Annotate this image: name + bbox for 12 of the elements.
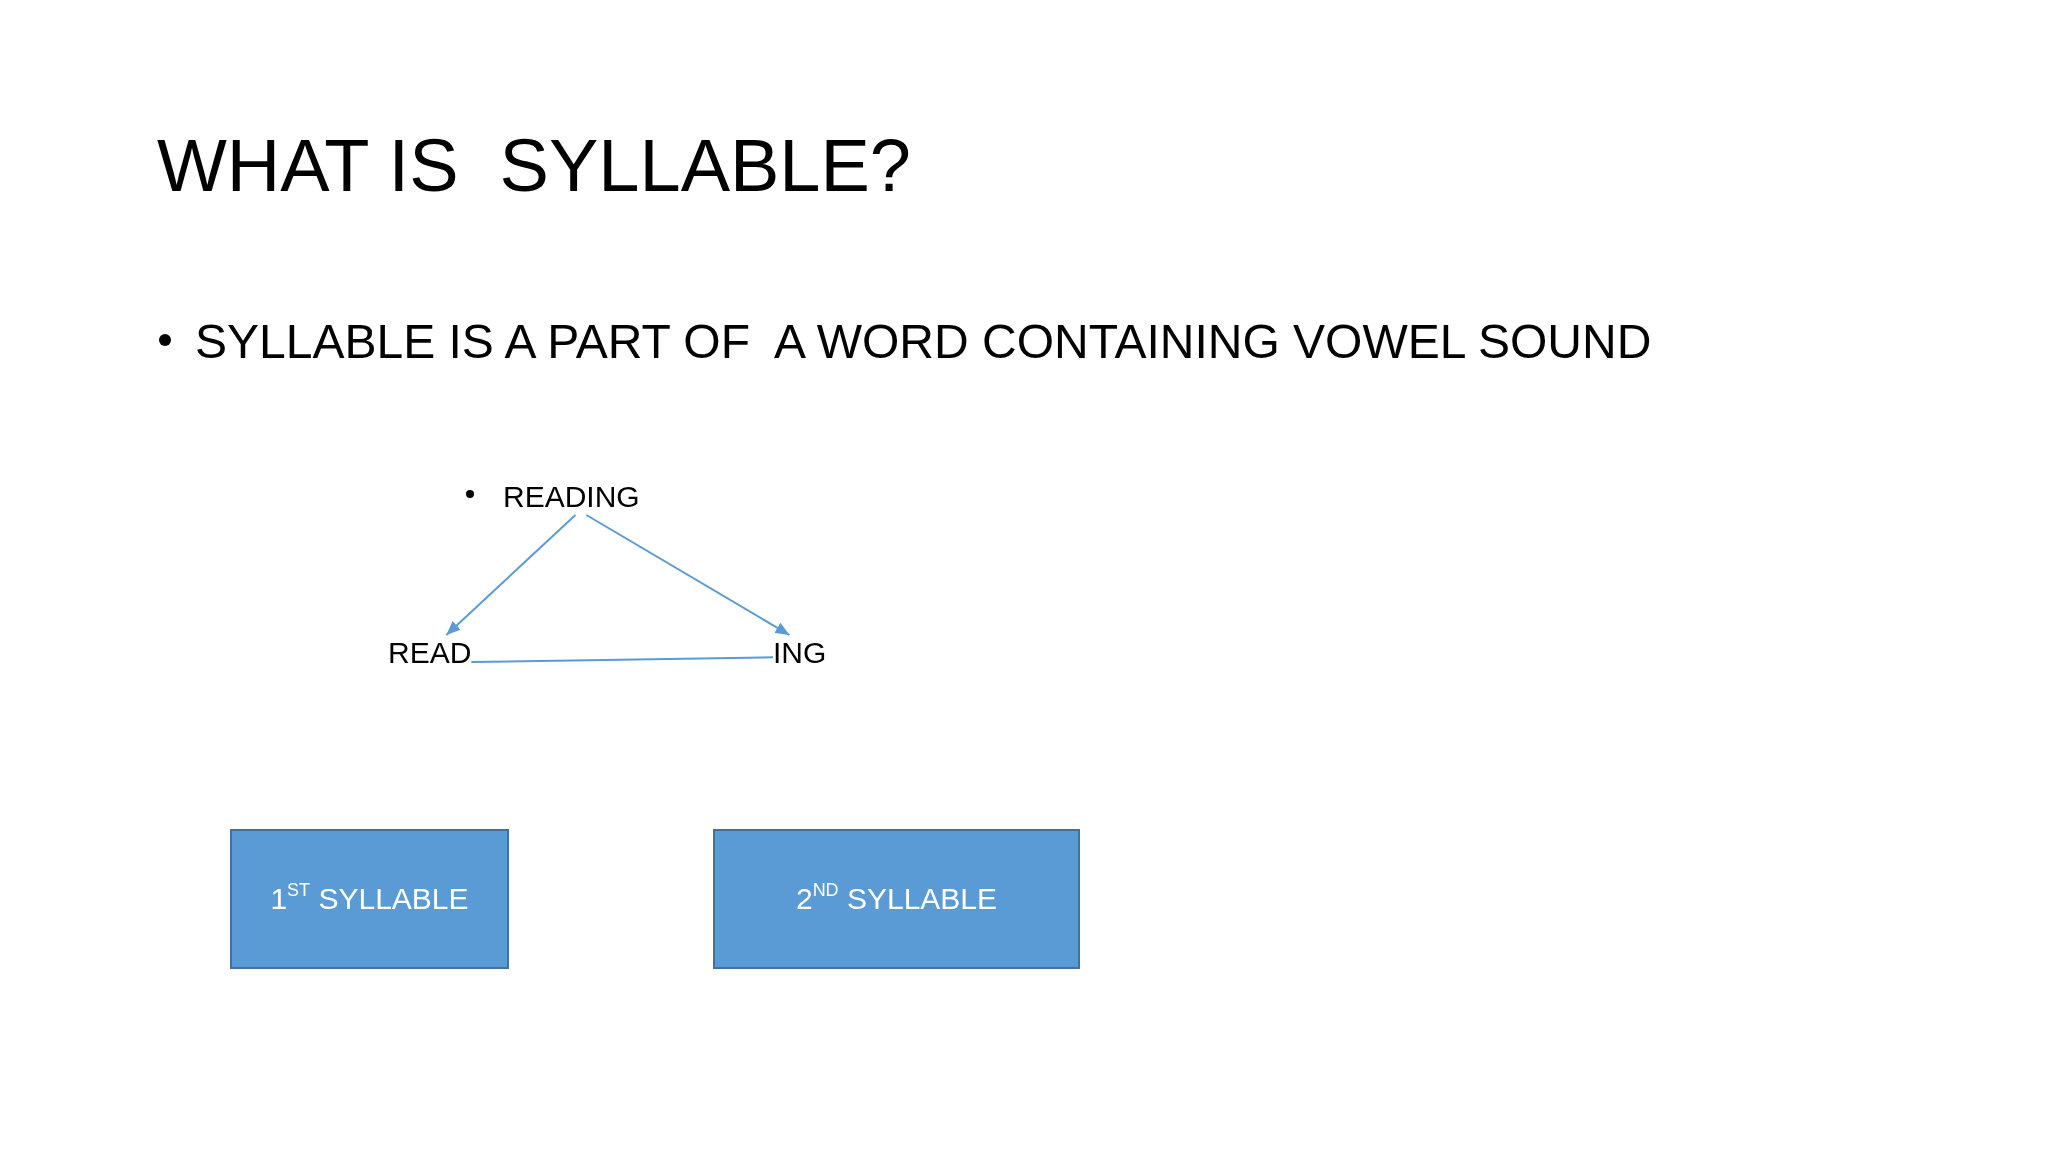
word-label: READ [388,635,472,671]
box-label: 2$^{ND}$ SYLLABLE [795,881,998,917]
word-label: READING [503,479,640,515]
process-box [713,829,1080,969]
slide-title: WHAT IS SYLLABLE? [157,123,912,209]
connector-line [470,656,774,663]
process-box [230,829,509,969]
arrow [585,514,791,636]
arrow [445,514,577,636]
word-label: ING [773,635,827,671]
box-label: 1$^{ST}$ SYLLABLE [270,881,469,917]
bullet-text: SYLLABLE IS A PART OF A WORD CONTAINING VOWEL SOUND [195,314,1652,370]
